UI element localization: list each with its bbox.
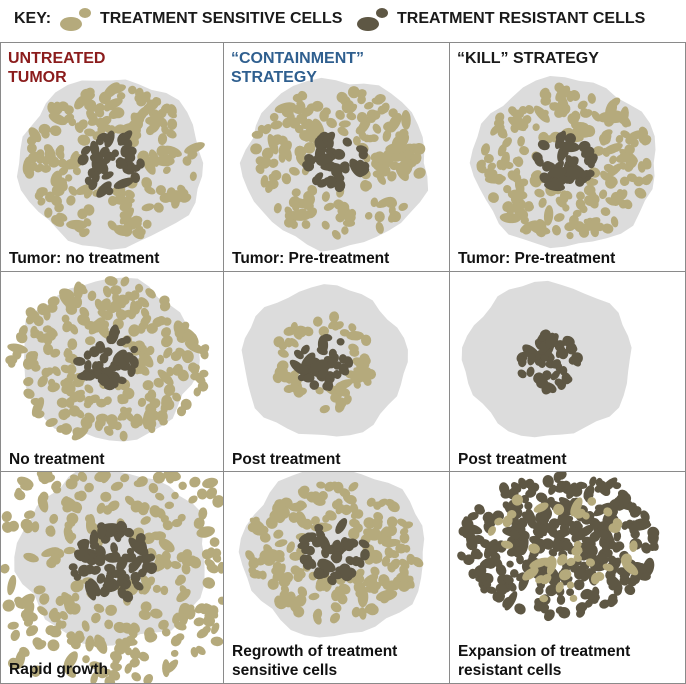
tumor-diagram-containment-post (241, 284, 408, 437)
tumor-diagram-untreated-final (1, 472, 223, 683)
resistant-cell-cluster (302, 131, 370, 193)
header-containment: “CONTAINMENT” STRATEGY (231, 50, 365, 86)
tumor-diagram-untreated-initial (16, 79, 205, 250)
tumor-diagram-untreated-mid (5, 276, 210, 442)
cell-containment-post: Post treatment (223, 271, 450, 472)
cell-untreated-mid: No treatment (0, 271, 224, 472)
tumor-diagram-kill-pretreatment (469, 76, 656, 249)
resistant-cell-cluster (516, 329, 583, 395)
caption-r3c1: Rapid growth (9, 661, 109, 678)
caption-r3c2: Regrowth of treatment sensitive cells (232, 643, 398, 679)
key-label: KEY: (14, 10, 52, 27)
resistant-cells-legend-label: TREATMENT RESISTANT CELLS (397, 10, 646, 27)
cell-untreated-final: Rapid growth (0, 471, 224, 684)
tumor-diagram-containment-pretreatment (239, 77, 429, 252)
cell-kill-final: Expansion of treatment resistant cells (449, 471, 686, 684)
resistant-cell-cluster (77, 130, 145, 198)
caption-r2c1: No treatment (9, 451, 105, 468)
tumor-diagram-containment-final (238, 472, 425, 638)
cell-containment-final: Regrowth of treatment sensitive cells (223, 471, 450, 684)
cell-untreated-initial: UNTREATED TUMOR Tumor: no treatment (0, 42, 224, 272)
sensitive-cell-cluster (250, 86, 426, 240)
cell-kill-pretreatment: “KILL” STRATEGY Tumor: Pre-treatment (449, 42, 686, 272)
tumor-diagram-kill-final (457, 472, 660, 622)
header-kill: “KILL” STRATEGY (457, 50, 599, 67)
sensitive-cell-cluster (22, 82, 205, 240)
resistant-cell-cluster (68, 520, 158, 603)
tumor-diagram-kill-post (461, 280, 632, 438)
resistant-cell-cluster (297, 518, 370, 586)
caption-r1c2: Tumor: Pre-treatment (232, 250, 390, 267)
resistant-cell-cluster (73, 324, 139, 391)
caption-r2c3: Post treatment (458, 451, 567, 468)
sensitive-cell-cluster (487, 494, 639, 603)
sensitive-cells-legend-icon (60, 8, 91, 31)
sensitive-cells-legend-label: TREATMENT SENSITIVE CELLS (100, 10, 343, 27)
resistant-cells-legend-icon (357, 8, 388, 31)
resistant-cell-cluster (532, 130, 598, 192)
caption-r2c2: Post treatment (232, 451, 341, 468)
legend-key: KEY: TREATMENT SENSITIVE CELLS TREATMENT… (0, 0, 686, 42)
caption-r1c1: Tumor: no treatment (9, 250, 160, 267)
cell-kill-post: Post treatment (449, 271, 686, 472)
header-untreated: UNTREATED TUMOR (8, 50, 106, 86)
tumor-strategy-grid: UNTREATED TUMOR Tumor: no treatment “CON… (0, 42, 686, 684)
resistant-cell-cluster (289, 333, 354, 392)
cell-containment-pretreatment: “CONTAINMENT” STRATEGY Tumor: Pre-treatm… (223, 42, 450, 272)
caption-r1c3: Tumor: Pre-treatment (458, 250, 616, 267)
sensitive-cell-cluster (5, 276, 210, 442)
caption-r3c3: Expansion of treatment resistant cells (458, 643, 631, 679)
